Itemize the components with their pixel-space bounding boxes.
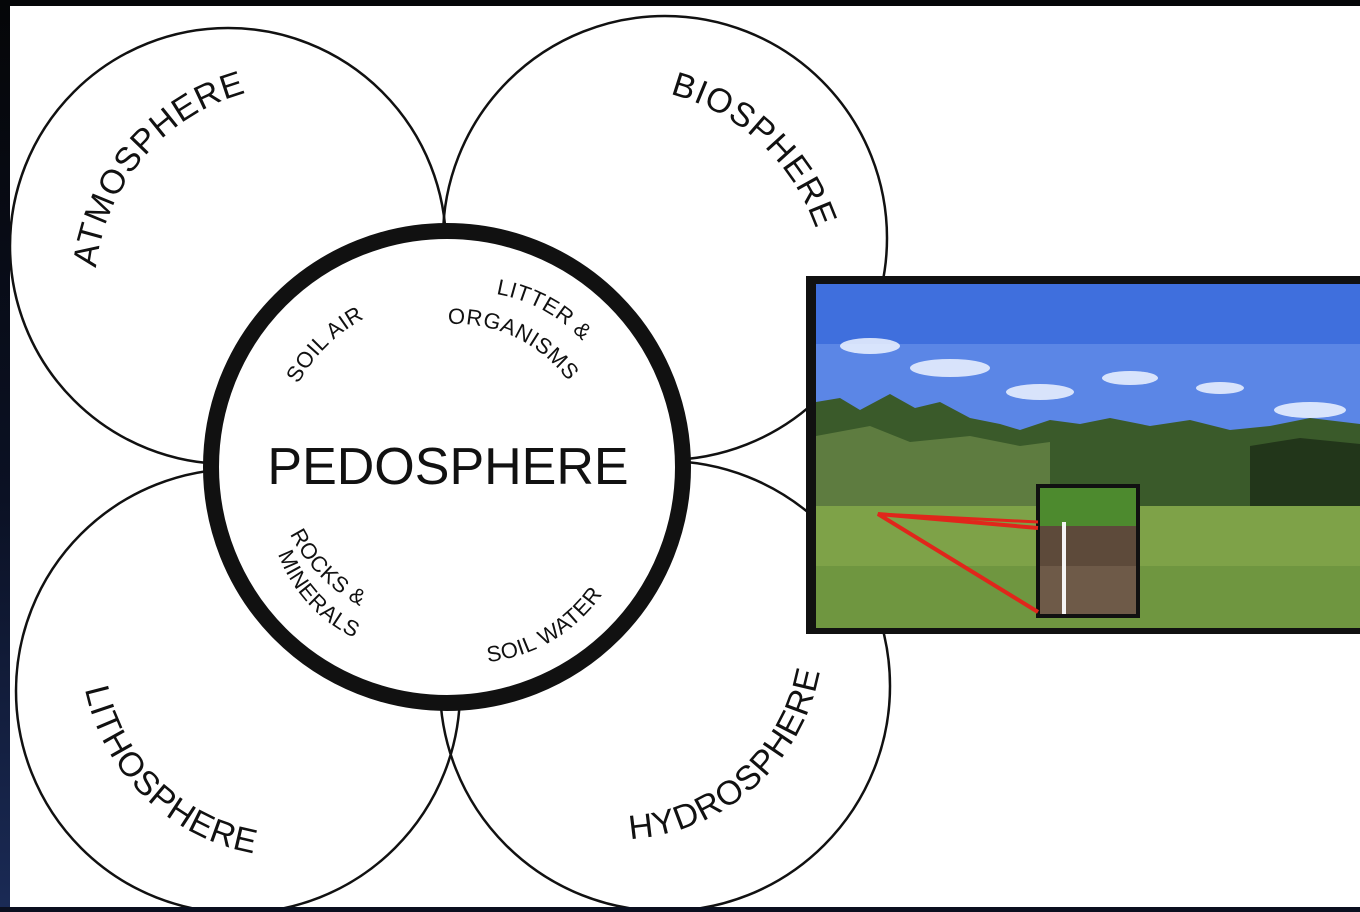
biosphere-label: BIOSPHERE [668,65,845,232]
hydrosphere-label: HYDROSPHERE [626,664,828,848]
pedosphere-circle [203,223,691,711]
lithosphere-label: LITHOSPHERE [77,682,262,862]
soil-profile-photo [806,276,1360,634]
atmosphere-label: ATMOSPHERE [66,64,249,269]
measuring-stick [1062,522,1066,614]
pedosphere-diagram: ATMOSPHERE BIOSPHERE LITHOSPHERE HYDROSP… [8,14,1360,912]
pedosphere-title: PEDOSPHERE [267,438,628,496]
photo-clouds [840,338,1346,418]
soil-pit-inset [1036,484,1140,618]
diagram-panel: ATMOSPHERE BIOSPHERE LITHOSPHERE HYDROSP… [8,6,1360,912]
